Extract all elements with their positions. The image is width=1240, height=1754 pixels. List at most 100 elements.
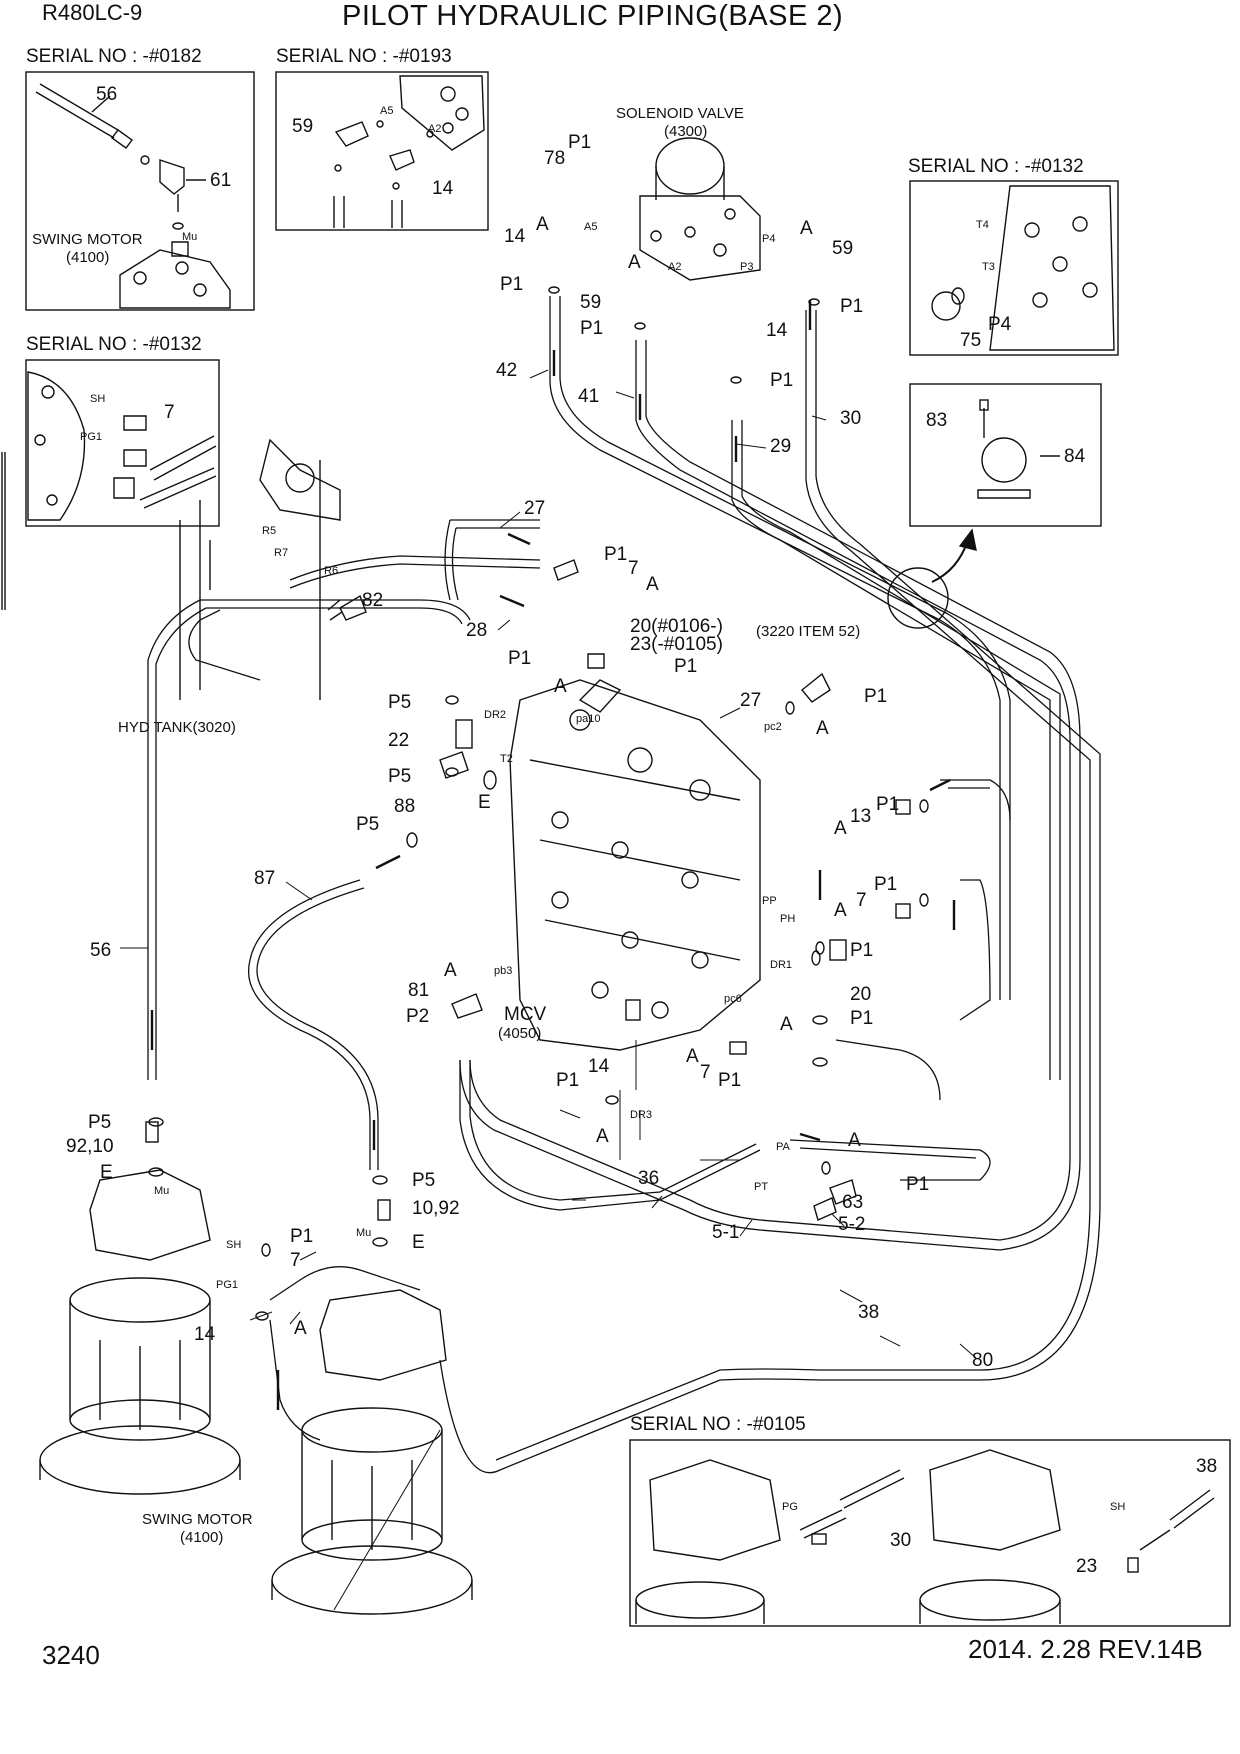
callout-label: 5-2: [838, 1214, 865, 1235]
callout-label: 14: [766, 320, 788, 341]
callout-label: 88: [394, 796, 415, 817]
callout-label: A: [646, 574, 659, 595]
leader-lines: [120, 369, 977, 1611]
clamp-drawing: [977, 399, 1031, 499]
callout-label: P1: [864, 686, 887, 707]
callout-label: A2: [428, 123, 441, 135]
callout-label: 30: [840, 408, 861, 429]
inset-frame-serial-0182: [25, 71, 255, 311]
callout-label: 78: [544, 148, 565, 169]
callout-label: P1: [508, 648, 531, 669]
mcv-body: [509, 679, 761, 1051]
callout-label: 7: [164, 402, 175, 423]
callout-label: A: [686, 1046, 699, 1067]
callout-label: 38: [858, 1302, 879, 1323]
callout-label: pb3: [494, 965, 512, 977]
callout-label: 56: [96, 84, 117, 105]
page-number: 3240: [42, 1640, 100, 1670]
callout-label: P1: [850, 1008, 873, 1029]
callout-label: PA: [776, 1141, 791, 1153]
callout-label: 75: [960, 330, 981, 351]
callout-label: 7: [700, 1062, 711, 1083]
swing-motor-label: SWING MOTOR: [142, 1511, 253, 1528]
callout-label: P4: [988, 314, 1012, 335]
callout-label: R6: [324, 565, 338, 577]
callout-label: P1: [568, 132, 591, 153]
inset-title-serial-0182: SERIAL NO : -#0182: [26, 46, 202, 67]
callout-label: DR1: [770, 959, 792, 971]
callout-label: R5: [262, 525, 276, 537]
inset-frame-serial-0132-right: [909, 180, 1119, 356]
callout-label: 84: [1064, 446, 1086, 467]
callout-label: 87: [254, 868, 275, 889]
pilot-piping: [147, 296, 1101, 1474]
page-title: PILOT HYDRAULIC PIPING(BASE 2): [342, 0, 844, 32]
callout-label: PG1: [216, 1279, 238, 1291]
callout-label: 20: [850, 984, 871, 1005]
inset-frame-serial-0132-left: [25, 359, 220, 527]
callout-label: P1: [674, 656, 697, 677]
callout-label: PG1: [80, 431, 102, 443]
callout-label: 61: [210, 170, 231, 191]
callout-label: E: [100, 1162, 113, 1183]
fittings: [145, 559, 911, 1221]
callout-label: 7: [628, 558, 639, 579]
callout-label: A: [536, 214, 549, 235]
callout-label: P1: [906, 1174, 929, 1195]
callout-label: P1: [604, 544, 627, 565]
callout-label: P5: [388, 766, 411, 787]
callout-label: 5-1: [712, 1222, 739, 1243]
callout-label: 10,92: [412, 1198, 460, 1219]
inset-frame-clamp: [909, 383, 1102, 527]
callout-label: P1: [290, 1226, 313, 1247]
callout-label: 59: [580, 292, 601, 313]
inset-0132-left-drawing: [27, 371, 217, 521]
callout-label: P1: [500, 274, 523, 295]
callout-label: P1: [876, 794, 899, 815]
callout-label: PP: [762, 895, 777, 907]
callout-label: 14: [588, 1056, 610, 1077]
callout-label: 36: [638, 1168, 659, 1189]
hyd-tank: [179, 438, 341, 700]
hose-fittings: [150, 300, 956, 1410]
callout-label: A2: [668, 261, 681, 273]
callout-label: P1: [840, 296, 863, 317]
callout-label: 41: [578, 386, 599, 407]
callout-label: 27: [524, 498, 545, 519]
inset-0182-drawing: [35, 83, 231, 309]
callout-label: A: [834, 900, 847, 921]
callout-label: pc2: [764, 721, 782, 733]
callout-label: 14: [194, 1324, 216, 1345]
callout-label: (4050): [498, 1025, 541, 1042]
callout-label: 56: [90, 940, 111, 961]
callout-label: R7: [274, 547, 288, 559]
callout-label: Mu: [182, 231, 197, 243]
callout-label: 14: [504, 226, 526, 247]
inset-title-serial-0132-right: SERIAL NO : -#0132: [908, 156, 1084, 177]
inset-title-serial-0193: SERIAL NO : -#0193: [276, 46, 452, 67]
callout-label: A: [834, 818, 847, 839]
inset-frame-serial-0105: [629, 1439, 1231, 1627]
callout-label: 29: [770, 436, 791, 457]
mcv-label: MCV: [504, 1004, 547, 1025]
swing-motor-left: [39, 1169, 241, 1495]
callout-label: DR2: [484, 709, 506, 721]
callout-label: 30: [890, 1530, 911, 1551]
solenoid-valve: [639, 137, 761, 281]
callout-label: P1: [718, 1070, 741, 1091]
callout-label: A5: [380, 105, 393, 117]
callout-label: 27: [740, 690, 761, 711]
callout-label: 28: [466, 620, 487, 641]
callout-label: A: [800, 218, 813, 239]
callout-label: 92,10: [66, 1136, 114, 1157]
inset-0182-caption: SWING MOTOR: [32, 231, 143, 248]
item-ref-label: (3220 ITEM 52): [756, 623, 860, 640]
callout-label: 59: [832, 238, 853, 259]
callout-label: P5: [388, 692, 411, 713]
callout-label: 7: [856, 890, 867, 911]
solenoid-valve-label: SOLENOID VALVE: [616, 105, 744, 122]
inset-title-serial-0105: SERIAL NO : -#0105: [630, 1414, 806, 1435]
callout-label: pa10: [576, 713, 600, 725]
inset-0193-drawing: [333, 75, 485, 228]
